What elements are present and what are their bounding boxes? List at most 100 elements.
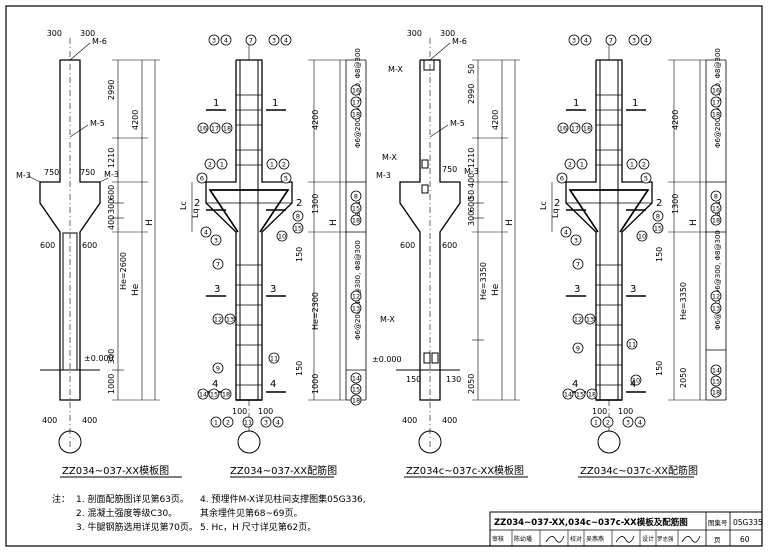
bar-mark-number: 3 <box>264 419 268 427</box>
title-block <box>489 511 763 547</box>
bar-mark-number: 7 <box>609 37 613 45</box>
bar-mark-number: 18 <box>712 111 720 119</box>
embed-m3: M-3 <box>104 170 119 179</box>
label: 300 <box>47 29 62 38</box>
bar-mark-circle <box>350 383 362 395</box>
bar-mark-circle <box>212 258 224 270</box>
view-caption: ZZ034c~037c-XX配筋图 <box>580 464 698 477</box>
bar-mark-circle <box>242 416 254 428</box>
bar-mark-number: 8 <box>354 193 358 201</box>
embed-m5: M-5 <box>90 119 105 128</box>
embed-m6: M-6 <box>452 37 467 46</box>
bar-mark-circle <box>208 34 220 46</box>
bar-mark-number: 18 <box>588 391 596 399</box>
label: He=3350 <box>479 262 488 300</box>
bar-mark-number: 15 <box>352 386 360 394</box>
bar-mark-number: 15 <box>352 205 360 213</box>
bar-mark-circle <box>266 158 278 170</box>
label: 1300 <box>311 194 320 214</box>
label: 4200 <box>671 110 680 130</box>
bar-mark-number: 5 <box>284 175 288 183</box>
bar-mark-number: 15 <box>294 225 302 233</box>
bar-mark-number: 15 <box>576 391 584 399</box>
view-rebar-2 <box>551 38 727 454</box>
label: 400 <box>442 416 457 425</box>
axis-bubble <box>418 430 442 454</box>
note-item: 3. 牛腿钢筋选用详见第70页。 <box>76 521 198 533</box>
column-outline <box>399 59 461 401</box>
label: H <box>505 219 515 226</box>
bar-mark-circle <box>568 34 580 46</box>
view-formwork-2 <box>396 38 520 454</box>
bar-mark-number: 17 <box>352 99 360 107</box>
bar-mark-circle <box>208 388 220 400</box>
label: 130 <box>446 375 461 384</box>
bar-mark-number: 3 <box>212 37 216 45</box>
bar-mark-number: 1 <box>580 161 584 169</box>
bar-mark-number: 4 <box>276 419 280 427</box>
label: Lc <box>539 201 548 210</box>
label: 2 <box>554 198 560 209</box>
label: He <box>491 283 501 296</box>
bar-mark-number: 13 <box>226 316 234 324</box>
bar-mark-number: 7 <box>216 261 220 269</box>
label: 400 <box>467 173 476 188</box>
bar-mark-number: 2 <box>208 161 212 169</box>
bar-mark-number: 2 <box>226 419 230 427</box>
label: Φ6@200, Φ6@300, Φ8@300 <box>714 230 722 330</box>
bar-mark-number: 13 <box>712 305 720 313</box>
embed-m3: M-3 <box>464 167 479 176</box>
label: 400 <box>42 416 57 425</box>
bar-mark-circle <box>572 258 584 270</box>
bar-mark-circle <box>572 342 584 354</box>
label: H <box>145 219 155 226</box>
bar-mark-circle <box>584 313 596 325</box>
bar-mark-number: 17 <box>211 125 219 133</box>
label: 150 <box>655 361 664 376</box>
label: 4 <box>270 379 276 390</box>
label: 300 <box>80 29 95 38</box>
label: 750 <box>44 168 59 177</box>
atlas-number: 05G335 <box>733 518 763 527</box>
label: 750 <box>442 165 457 174</box>
label: ±0.000 <box>372 355 402 364</box>
bar-mark-circle <box>272 416 284 428</box>
bar-mark-number: 18 <box>352 111 360 119</box>
bar-mark-number: 2 <box>642 161 646 169</box>
bar-mark-number: 18 <box>712 217 720 225</box>
label: 1210 <box>107 148 116 168</box>
bar-mark-circle <box>710 202 722 214</box>
bar-mark-circle <box>605 34 617 46</box>
embed-m3: M-3 <box>376 171 391 180</box>
bar-mark-number: 18 <box>352 397 360 405</box>
bar-mark-circle <box>196 172 208 184</box>
page-label: 页 <box>714 536 721 544</box>
view-caption: ZZ034~037-XX模板图 <box>62 464 169 477</box>
label: 4200 <box>131 110 140 130</box>
bar-mark-circle <box>280 172 292 184</box>
bar-mark-circle <box>626 158 638 170</box>
label: 4200 <box>491 110 500 130</box>
bar-mark-circle <box>212 313 224 325</box>
axis-bubble <box>597 430 621 454</box>
bar-mark-circle <box>280 34 292 46</box>
label: 600 <box>82 241 97 250</box>
label: 300 <box>107 349 116 364</box>
bar-mark-number: 10 <box>632 377 640 385</box>
label: 100 <box>232 407 247 416</box>
label: 3 <box>214 284 220 295</box>
label: 3 <box>630 284 636 295</box>
bar-mark-number: 7 <box>249 37 253 45</box>
bar-mark-number: 4 <box>564 229 568 237</box>
bar-mark-number: 9 <box>216 365 220 373</box>
bar-mark-circle <box>710 84 722 96</box>
bar-mark-number: 4 <box>638 419 642 427</box>
bar-mark-circle <box>564 158 576 170</box>
bar-mark-number: 10 <box>278 233 286 241</box>
embed-m5: M-5 <box>450 119 465 128</box>
bar-mark-circle <box>245 34 257 46</box>
bar-mark-circle <box>204 158 216 170</box>
bar-mark-circle <box>710 386 722 398</box>
bar-mark-circle <box>586 388 598 400</box>
